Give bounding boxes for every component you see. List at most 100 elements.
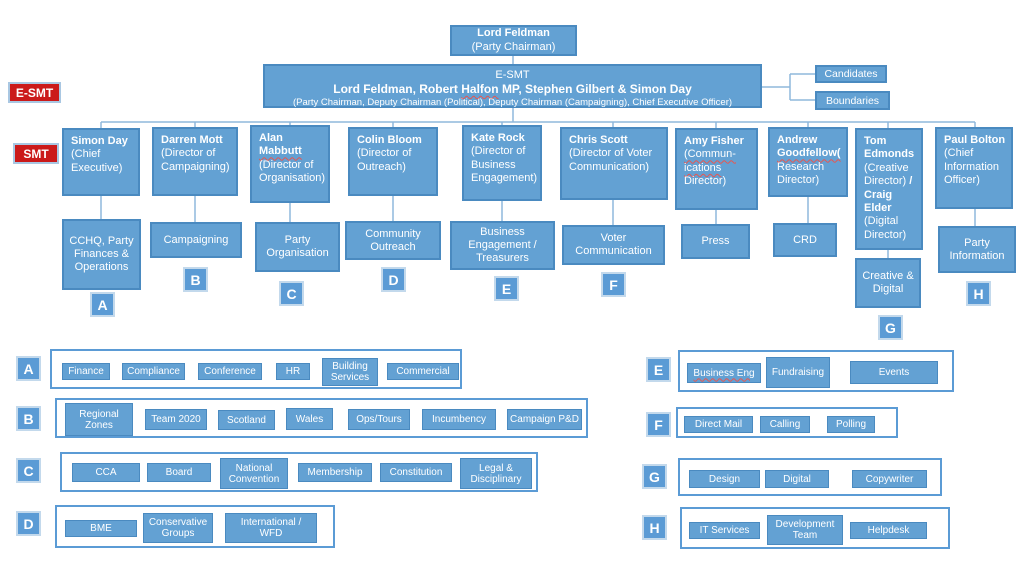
badge-b: B (183, 267, 208, 292)
person-name: Chris Scott (569, 134, 628, 146)
group-item: Constitution (380, 463, 452, 482)
group-item: Events (850, 361, 938, 384)
person-name: Amy Fisher (684, 135, 744, 147)
person-role: Director) (684, 175, 727, 188)
badge-e: E (494, 276, 519, 301)
person-role: (Director of Organisation) (259, 158, 326, 185)
esmt-names-wavy: Halfon (461, 82, 499, 97)
dept-box-campaigning: Campaigning (150, 222, 242, 258)
group-badge-b: B (16, 406, 41, 431)
person-role: (Chief Information Officer) (944, 147, 1000, 187)
org-box-candidates: Candidates (815, 65, 887, 83)
org-box-simon-day: Simon Day (Chief Executive) (62, 128, 140, 196)
person-role: (Director of Outreach) (357, 147, 412, 173)
group-item: Wales (286, 408, 333, 430)
group-item: Incumbency (422, 409, 496, 430)
person-role: (Director of Campaigning) (161, 147, 230, 173)
person-name-misspelled: Mabbutt (259, 145, 302, 158)
group-item: Fundraising (766, 357, 830, 388)
esmt-names-b: MP, Stephen Gilbert & Simon Day (501, 82, 692, 97)
esmt-title: E-SMT (495, 69, 530, 81)
person-name-2: / Craig Elder (864, 175, 913, 215)
group-item: Regional Zones (65, 403, 133, 436)
esmt-names: Lord Feldman, Robert Halfon MP, Stephen … (265, 82, 760, 97)
person-name: Lord Feldman (477, 26, 550, 39)
badge-h: H (966, 281, 991, 306)
group-badge-d: D (16, 511, 41, 536)
group-item: Calling (760, 416, 810, 433)
dept-box-press: Press (681, 224, 750, 259)
dept-box-crd: CRD (773, 223, 837, 257)
person-role: (Party Chairman) (471, 40, 556, 53)
org-box-darren-mott: Darren Mott (Director of Campaigning) (152, 127, 238, 196)
badge-g: G (878, 315, 903, 340)
person-name: Colin Bloom (357, 134, 422, 146)
org-box-andrew-goodfellow: Andrew Goodfellow( Research Director) (768, 127, 848, 197)
person-role: Research Director) (777, 160, 825, 187)
group-item: Direct Mail (684, 416, 753, 433)
person-name-misspelled: Goodfellow( (777, 147, 841, 160)
group-f: Direct Mail Calling Polling (676, 407, 898, 438)
group-item: Polling (827, 416, 875, 433)
person-role: (Creative Director) (864, 161, 909, 188)
org-box-kate-rock: Kate Rock (Director of Business Engageme… (462, 125, 542, 201)
group-item: IT Services (689, 522, 760, 539)
group-badge-c: C (16, 458, 41, 483)
person-role-misspelled: (Commun-ications (684, 148, 736, 174)
group-item: Business Eng (687, 363, 761, 383)
group-item: Ops/Tours (348, 409, 410, 430)
group-item: Scotland (218, 410, 275, 430)
dept-box-party-organisation: Party Organisation (255, 222, 340, 272)
person-role: (Director of Voter Communication) (569, 147, 653, 173)
org-box-esmt: E-SMT Lord Feldman, Robert Halfon MP, St… (263, 64, 762, 108)
org-box-paul-bolton: Paul Bolton (Chief Information Officer) (935, 127, 1013, 209)
person-role: (Director of Business Engagement) (471, 145, 538, 185)
group-h: IT Services Development Team Helpdesk (680, 507, 950, 549)
org-box-party-chairman: Lord Feldman (Party Chairman) (450, 25, 577, 56)
person-name: Alan (259, 132, 283, 144)
group-item: Copywriter (852, 470, 927, 488)
dept-box-community-outreach: Community Outreach (345, 221, 441, 260)
group-a: Finance Compliance Conference HR Buildin… (50, 349, 462, 389)
badge-f: F (601, 272, 626, 297)
person-name: Andrew (777, 134, 818, 146)
group-c: CCA Board National Convention Membership… (60, 452, 538, 492)
group-item: Legal & Disciplinary (460, 458, 532, 489)
group-item: National Convention (220, 458, 288, 489)
org-box-boundaries: Boundaries (815, 91, 890, 110)
group-item: Conference (198, 363, 262, 380)
group-badge-a: A (16, 356, 41, 381)
org-box-alan-mabbutt: Alan Mabbutt (Director of Organisation) (250, 125, 330, 203)
group-g: Design Digital Copywriter (678, 458, 942, 496)
group-item: HR (276, 363, 310, 380)
esmt-names-a: Lord Feldman, Robert (333, 82, 458, 97)
group-e: Business Eng Fundraising Events (678, 350, 954, 392)
esmt-tag: E-SMT (8, 82, 61, 103)
group-b: Regional Zones Team 2020 Scotland Wales … (55, 398, 588, 438)
person-name: Simon Day (71, 135, 128, 147)
person-name: Kate Rock (471, 132, 525, 144)
org-box-chris-scott: Chris Scott (Director of Voter Communica… (560, 127, 668, 200)
org-box-tom-edmonds-craig-elder: Tom Edmonds (Creative Director) / Craig … (855, 128, 923, 250)
group-badge-e: E (646, 357, 671, 382)
dept-box-party-information: Party Information (938, 226, 1016, 273)
group-item: Team 2020 (145, 409, 207, 430)
group-item: Commercial (387, 363, 459, 380)
person-role: (Chief Executive) (71, 148, 123, 174)
badge-a: A (90, 292, 115, 317)
group-item: Board (147, 463, 211, 482)
group-item: Conservative Groups (143, 513, 213, 543)
group-item: International / WFD (225, 513, 317, 543)
dept-box-cchq: CCHQ, Party Finances & Operations (62, 219, 141, 290)
badge-c: C (279, 281, 304, 306)
group-item: CCA (72, 463, 140, 482)
group-item: Development Team (767, 515, 843, 545)
group-item: Compliance (122, 363, 185, 380)
dept-box-business-engagement: Business Engagement / Treasurers (450, 221, 555, 270)
group-badge-f: F (646, 412, 671, 437)
group-item: BME (65, 520, 137, 537)
org-box-colin-bloom: Colin Bloom (Director of Outreach) (348, 127, 438, 196)
group-item: Building Services (322, 358, 378, 386)
